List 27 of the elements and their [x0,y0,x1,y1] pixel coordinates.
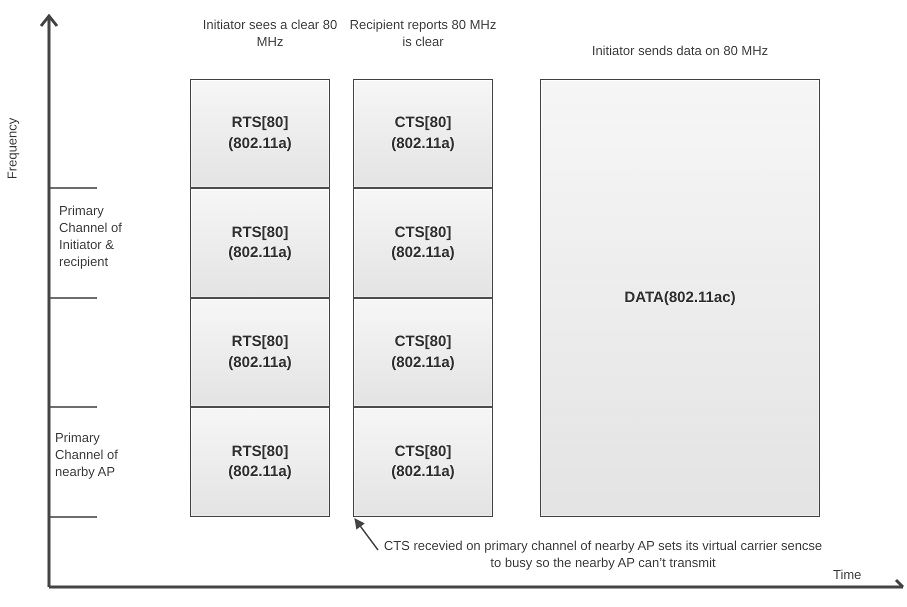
block-label: CTS[80] (802.11a) [390,332,456,372]
channel-label: Primary Channel of Initiator & recipient [59,203,123,271]
block-label: RTS[80] (802.11a) [227,113,293,154]
block-label: RTS[80] (802.11a) [227,442,293,482]
frame-block [353,298,493,407]
leader-arrow [354,518,379,550]
axis-title: Time [833,567,862,584]
frame-block [190,407,330,517]
column-heading: Initiator sends data on 80 MHz [590,43,770,60]
block-label: CTS[80] (802.11a) [390,442,456,482]
frame-block [353,79,493,188]
column-heading: Initiator sees a clear 80 MHz [202,17,338,51]
frame-block [353,188,493,298]
block-label: DATA(802.11ac) [624,288,736,308]
channel-label: Primary Channel of nearby AP [55,430,119,481]
block-label: RTS[80] (802.11a) [227,332,293,372]
frame-block [190,79,330,188]
block-label: CTS[80] (802.11a) [390,113,456,154]
column-heading: Recipient reports 80 MHz is clear [348,17,498,51]
block-label: RTS[80] (802.11a) [227,222,293,263]
frame-block [540,79,820,517]
axis-title: Frequency [4,118,20,180]
annotation-text: CTS recevied on primary channel of nearby AP sets its virtual carrier sencse to busy so the nearby AP can’t transmit [378,538,828,572]
frame-block [190,188,330,298]
block-label: CTS[80] (802.11a) [390,222,456,263]
frame-block [190,298,330,407]
frame-block [353,407,493,517]
